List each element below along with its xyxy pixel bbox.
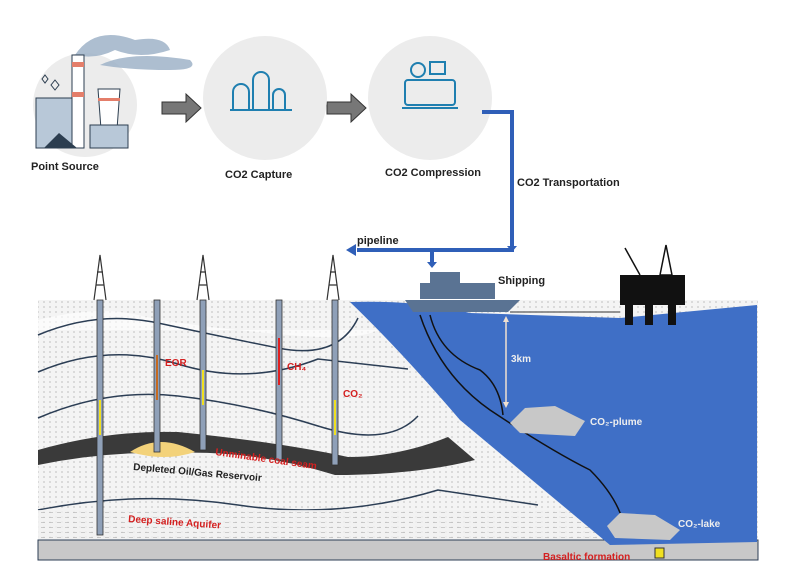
point-source-label: Point Source <box>31 161 99 173</box>
pipe-to-lake <box>419 314 626 531</box>
eor-label: EOR <box>165 358 187 369</box>
co2-label: CO₂ <box>343 389 362 400</box>
pipe-to-plume <box>429 314 504 416</box>
point-source-icon <box>33 35 193 157</box>
depth-label: 3km <box>511 354 531 365</box>
shipping-label: Shipping <box>498 275 545 287</box>
arrow-left-icon <box>346 244 356 256</box>
ship-icon <box>405 272 520 312</box>
basalt-injection-icon <box>654 547 665 559</box>
transportation-label: CO2 Transportation <box>517 177 620 189</box>
capture-circle <box>203 36 327 160</box>
arrow-down-icon <box>427 262 437 268</box>
co2-plume-shape <box>510 406 585 436</box>
co2-lake-shape <box>607 513 680 540</box>
pipeline-label: pipeline <box>357 235 399 247</box>
flow-arrows <box>99 338 336 435</box>
capture-column-icon <box>230 71 292 111</box>
capture-label: CO2 Capture <box>225 169 292 181</box>
offshore-platform-icon <box>620 244 685 325</box>
arrow-down-icon <box>507 246 517 252</box>
compressor-icon <box>402 61 458 109</box>
basalt-label: Basaltic formation <box>543 552 630 563</box>
drilling-rig-icon <box>93 254 340 301</box>
arrow-right-icon <box>161 92 202 124</box>
plume-label: CO₂-plume <box>590 417 643 428</box>
arrow-right-icon <box>326 92 367 124</box>
ch4-label: CH₄ <box>287 362 306 373</box>
lake-label: CO₂-lake <box>678 519 721 530</box>
compression-circle <box>368 36 492 160</box>
compression-label: CO2 Compression <box>385 167 481 179</box>
